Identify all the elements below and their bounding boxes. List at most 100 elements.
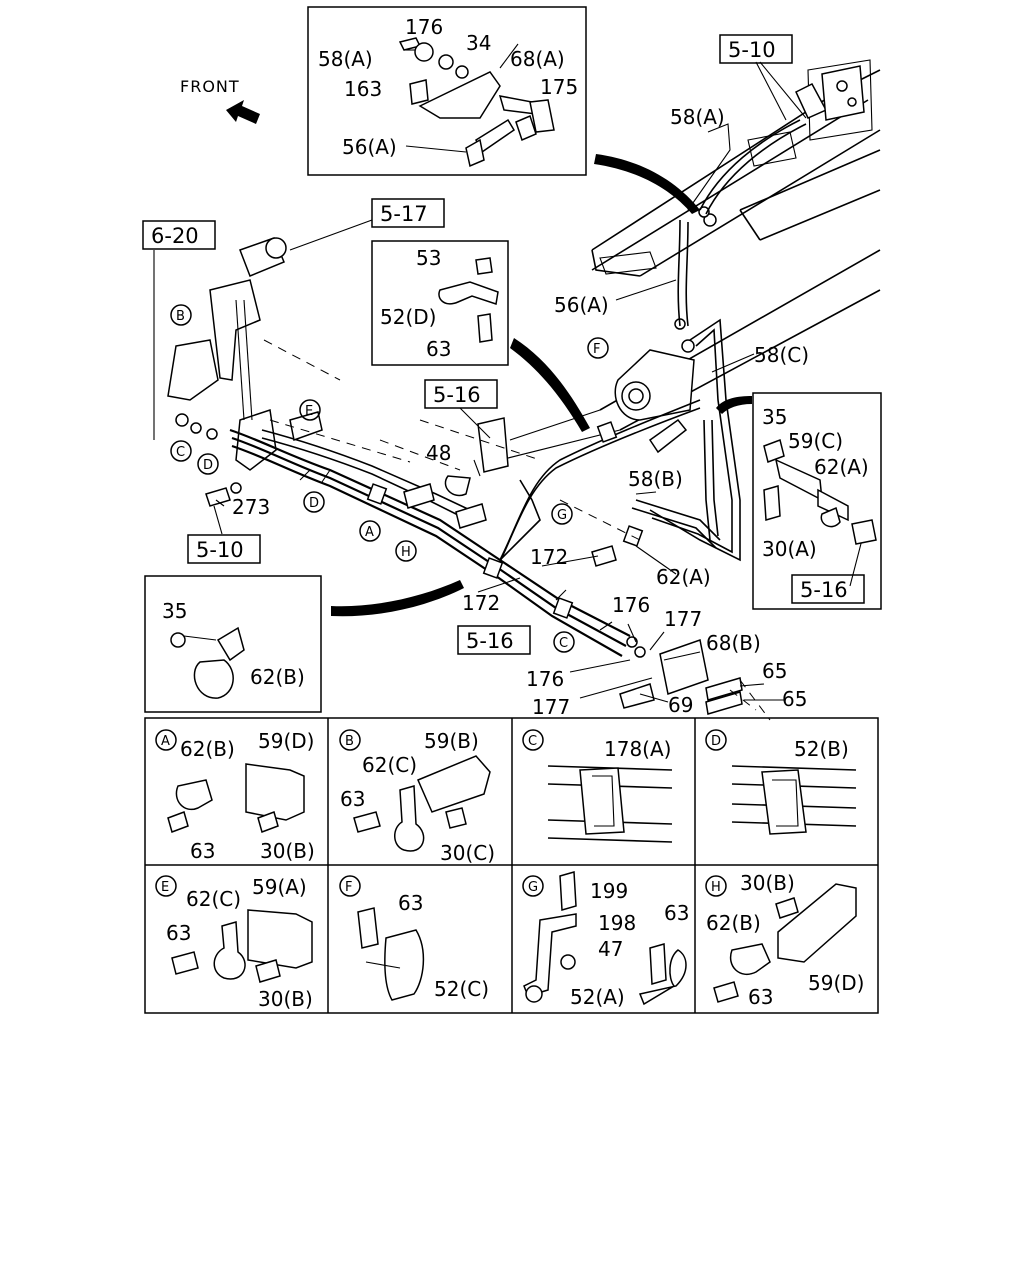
ref-box-6-20 xyxy=(142,220,216,250)
callout-c-low: C xyxy=(559,636,568,651)
label-62a-mid: 62(A) xyxy=(656,565,711,589)
panel-letter-a: A xyxy=(161,734,170,749)
label-58c: 58(C) xyxy=(754,343,809,367)
detail-grid xyxy=(144,717,879,1014)
panel-letter-f: F xyxy=(345,880,352,895)
panel-g-label-52a: 52(A) xyxy=(570,985,625,1009)
inset-top-fittings xyxy=(307,6,587,176)
label-176: 176 xyxy=(405,15,443,39)
panel-g-label-199: 199 xyxy=(590,879,628,903)
callout-e: E xyxy=(305,404,313,419)
label-48: 48 xyxy=(426,441,451,465)
label-62b-inset: 62(B) xyxy=(250,665,305,689)
label-175: 175 xyxy=(540,75,578,99)
panel-e-label-63: 63 xyxy=(166,921,191,945)
detail-panel-h: H 30(B) 62(B) 59(D) 63 xyxy=(705,871,864,1009)
label-65-upper: 65 xyxy=(762,659,787,683)
label-56a-inset: 56(A) xyxy=(342,135,397,159)
inset-top-fittings-parts xyxy=(398,37,555,168)
pointer-arrow-mid xyxy=(510,338,590,432)
panel-b-label-30c: 30(C) xyxy=(440,841,495,865)
front-direction-indicator: FRONT xyxy=(180,77,260,124)
panel-letter-h: H xyxy=(711,880,721,895)
detail-panel-d: D 52(B) xyxy=(705,729,857,835)
label-56a-main: 56(A) xyxy=(554,293,609,317)
callout-f: F xyxy=(593,342,600,357)
panel-g-label-63: 63 xyxy=(664,901,689,925)
callout-letters: B E C D D A H G F C xyxy=(170,304,609,653)
ref-box-5-10-left xyxy=(187,534,261,564)
label-176-lower: 176 xyxy=(526,667,564,691)
label-59c: 59(C) xyxy=(788,429,843,453)
label-35-right: 35 xyxy=(762,405,787,429)
panel-a-label-63: 63 xyxy=(190,839,215,863)
inset-bracket-59c-parts xyxy=(763,439,877,545)
callout-a: A xyxy=(365,525,374,540)
panel-b-label-62c: 62(C) xyxy=(362,753,417,777)
label-34: 34 xyxy=(466,31,491,55)
panel-h-label-62b: 62(B) xyxy=(706,911,761,935)
panel-e-label-30b: 30(B) xyxy=(258,987,313,1011)
ref-label-5-16-mid: 5-16 xyxy=(433,383,481,407)
ref-label-5-17: 5-17 xyxy=(380,202,428,226)
ref-box-5-17 xyxy=(371,198,445,228)
label-68b: 68(B) xyxy=(706,631,761,655)
ref-label-5-10-top: 5-10 xyxy=(728,38,776,62)
label-172-upper: 172 xyxy=(530,545,568,569)
ref-box-5-16-mid xyxy=(424,379,498,409)
panel-letter-g: G xyxy=(528,880,538,895)
label-63: 63 xyxy=(426,337,451,361)
panel-h-label-30b: 30(B) xyxy=(740,871,795,895)
inset-clip-62b-parts xyxy=(170,626,245,699)
label-69: 69 xyxy=(668,693,693,717)
panel-a-label-62b: 62(B) xyxy=(180,737,235,761)
label-177-upper: 177 xyxy=(664,607,702,631)
panel-c-label-178a: 178(A) xyxy=(604,737,671,761)
label-68a: 68(A) xyxy=(510,47,565,71)
label-65-lower: 65 xyxy=(782,687,807,711)
inset-frames xyxy=(144,6,882,713)
pipe-clips xyxy=(289,411,644,619)
panel-letter-c: C xyxy=(528,734,537,749)
label-58a: 58(A) xyxy=(318,47,373,71)
reference-boxes: 5-10 5-17 6-20 5-16 5-10 5-16 5-16 xyxy=(142,34,865,655)
panel-b-label-59b: 59(B) xyxy=(424,729,479,753)
callout-g: G xyxy=(557,508,567,523)
panel-f-label-52c: 52(C) xyxy=(434,977,489,1001)
inset-bracket-59c xyxy=(752,392,882,610)
label-58a-main: 58(A) xyxy=(670,105,725,129)
ref-label-5-16-low: 5-16 xyxy=(466,629,514,653)
callout-d-mid: D xyxy=(309,496,319,511)
pointer-arrow-right xyxy=(716,396,752,414)
panel-g-label-47: 47 xyxy=(598,937,623,961)
ref-box-5-16-low xyxy=(457,625,531,655)
label-176-upper: 176 xyxy=(612,593,650,617)
main-part-labels: 176 34 58(A) 68(A) 163 175 56(A) 58(A) 5… xyxy=(162,15,869,719)
pointer-arrows xyxy=(331,154,752,617)
callout-h: H xyxy=(401,545,411,560)
label-172-lower: 172 xyxy=(462,591,500,615)
panel-h-label-63: 63 xyxy=(748,985,773,1009)
label-163: 163 xyxy=(344,77,382,101)
ref-box-5-16-right xyxy=(791,574,865,604)
panel-d-label-52b: 52(B) xyxy=(794,737,849,761)
panel-b-label-63: 63 xyxy=(340,787,365,811)
callout-b: B xyxy=(176,309,185,324)
panel-e-label-62c: 62(C) xyxy=(186,887,241,911)
panel-g-label-198: 198 xyxy=(598,911,636,935)
panel-a-label-59d: 59(D) xyxy=(258,729,314,753)
label-52d: 52(D) xyxy=(380,305,436,329)
front-arrow-icon xyxy=(226,100,260,124)
label-58b: 58(B) xyxy=(628,467,683,491)
panel-f-label-63: 63 xyxy=(398,891,423,915)
panel-h-label-59d: 59(D) xyxy=(808,971,864,995)
label-62a-right: 62(A) xyxy=(814,455,869,479)
ref-label-5-10-left: 5-10 xyxy=(196,538,244,562)
label-177-lower: 177 xyxy=(532,695,570,719)
panel-letter-d: D xyxy=(711,734,721,749)
detail-panel-b: B 59(B) 62(C) 63 30(C) xyxy=(339,729,495,865)
inset-clip-52d xyxy=(371,240,509,366)
pointer-arrow-top xyxy=(594,154,700,214)
label-30a: 30(A) xyxy=(762,537,817,561)
